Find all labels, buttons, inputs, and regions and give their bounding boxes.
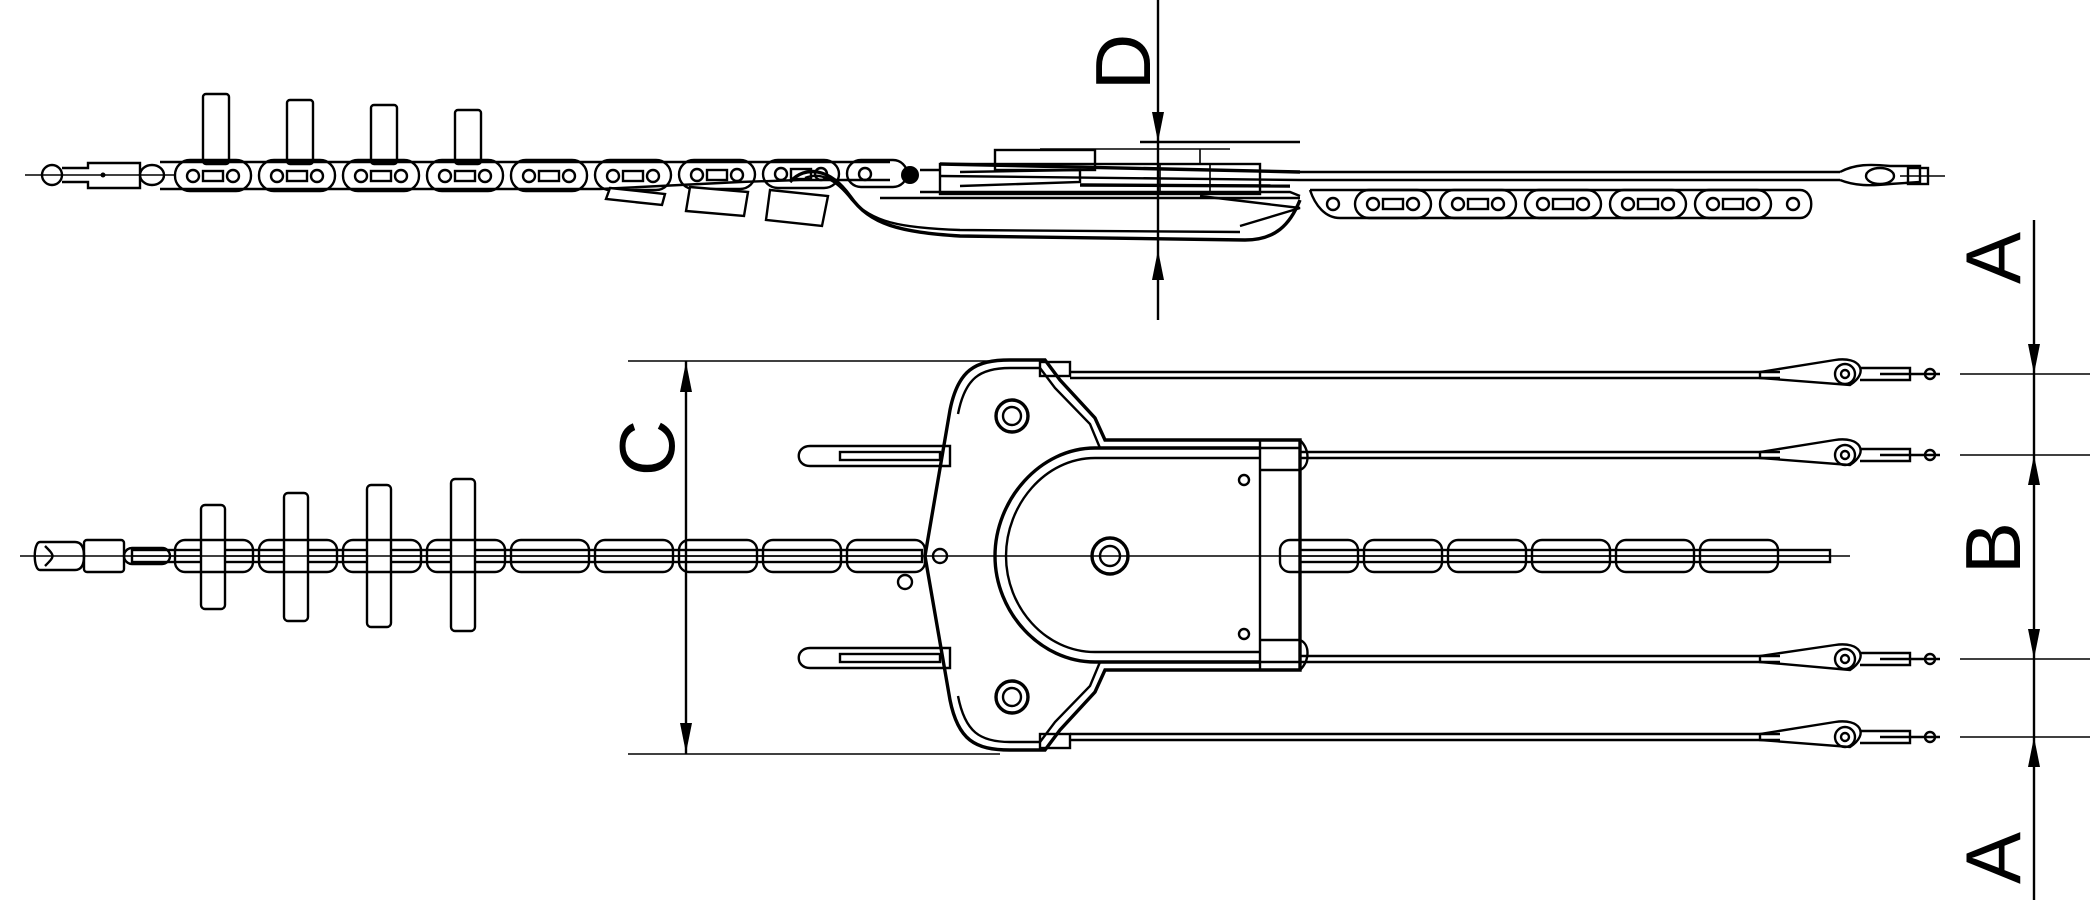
side-left-chain (160, 158, 919, 228)
plan-yoke-frame (896, 358, 1309, 752)
plan-cross-spacers (199, 477, 477, 633)
side-left-end-fitting (25, 161, 175, 190)
plan-view: C A B A (20, 220, 2090, 900)
plan-conductor-end-fittings (1758, 358, 1940, 749)
side-trolley-frame (788, 148, 1302, 242)
dimension-b-label: B (1949, 522, 2037, 574)
dimension-d-label: D (1079, 34, 1167, 90)
dimension-c-label: C (603, 420, 691, 476)
side-spacer-tubes (201, 92, 483, 166)
side-view: D (25, 0, 1945, 320)
dimension-chain-ab: A B A (1949, 220, 2090, 900)
plan-side-arms (797, 444, 952, 670)
dimension-a-top-label: A (1949, 232, 2037, 284)
dimension-a-bottom-label: A (1949, 832, 2037, 884)
side-right-chain (1300, 163, 1945, 220)
dimension-d: D (1079, 0, 1300, 320)
dimension-c: C (603, 360, 1000, 755)
plan-conductors (1070, 370, 1780, 742)
